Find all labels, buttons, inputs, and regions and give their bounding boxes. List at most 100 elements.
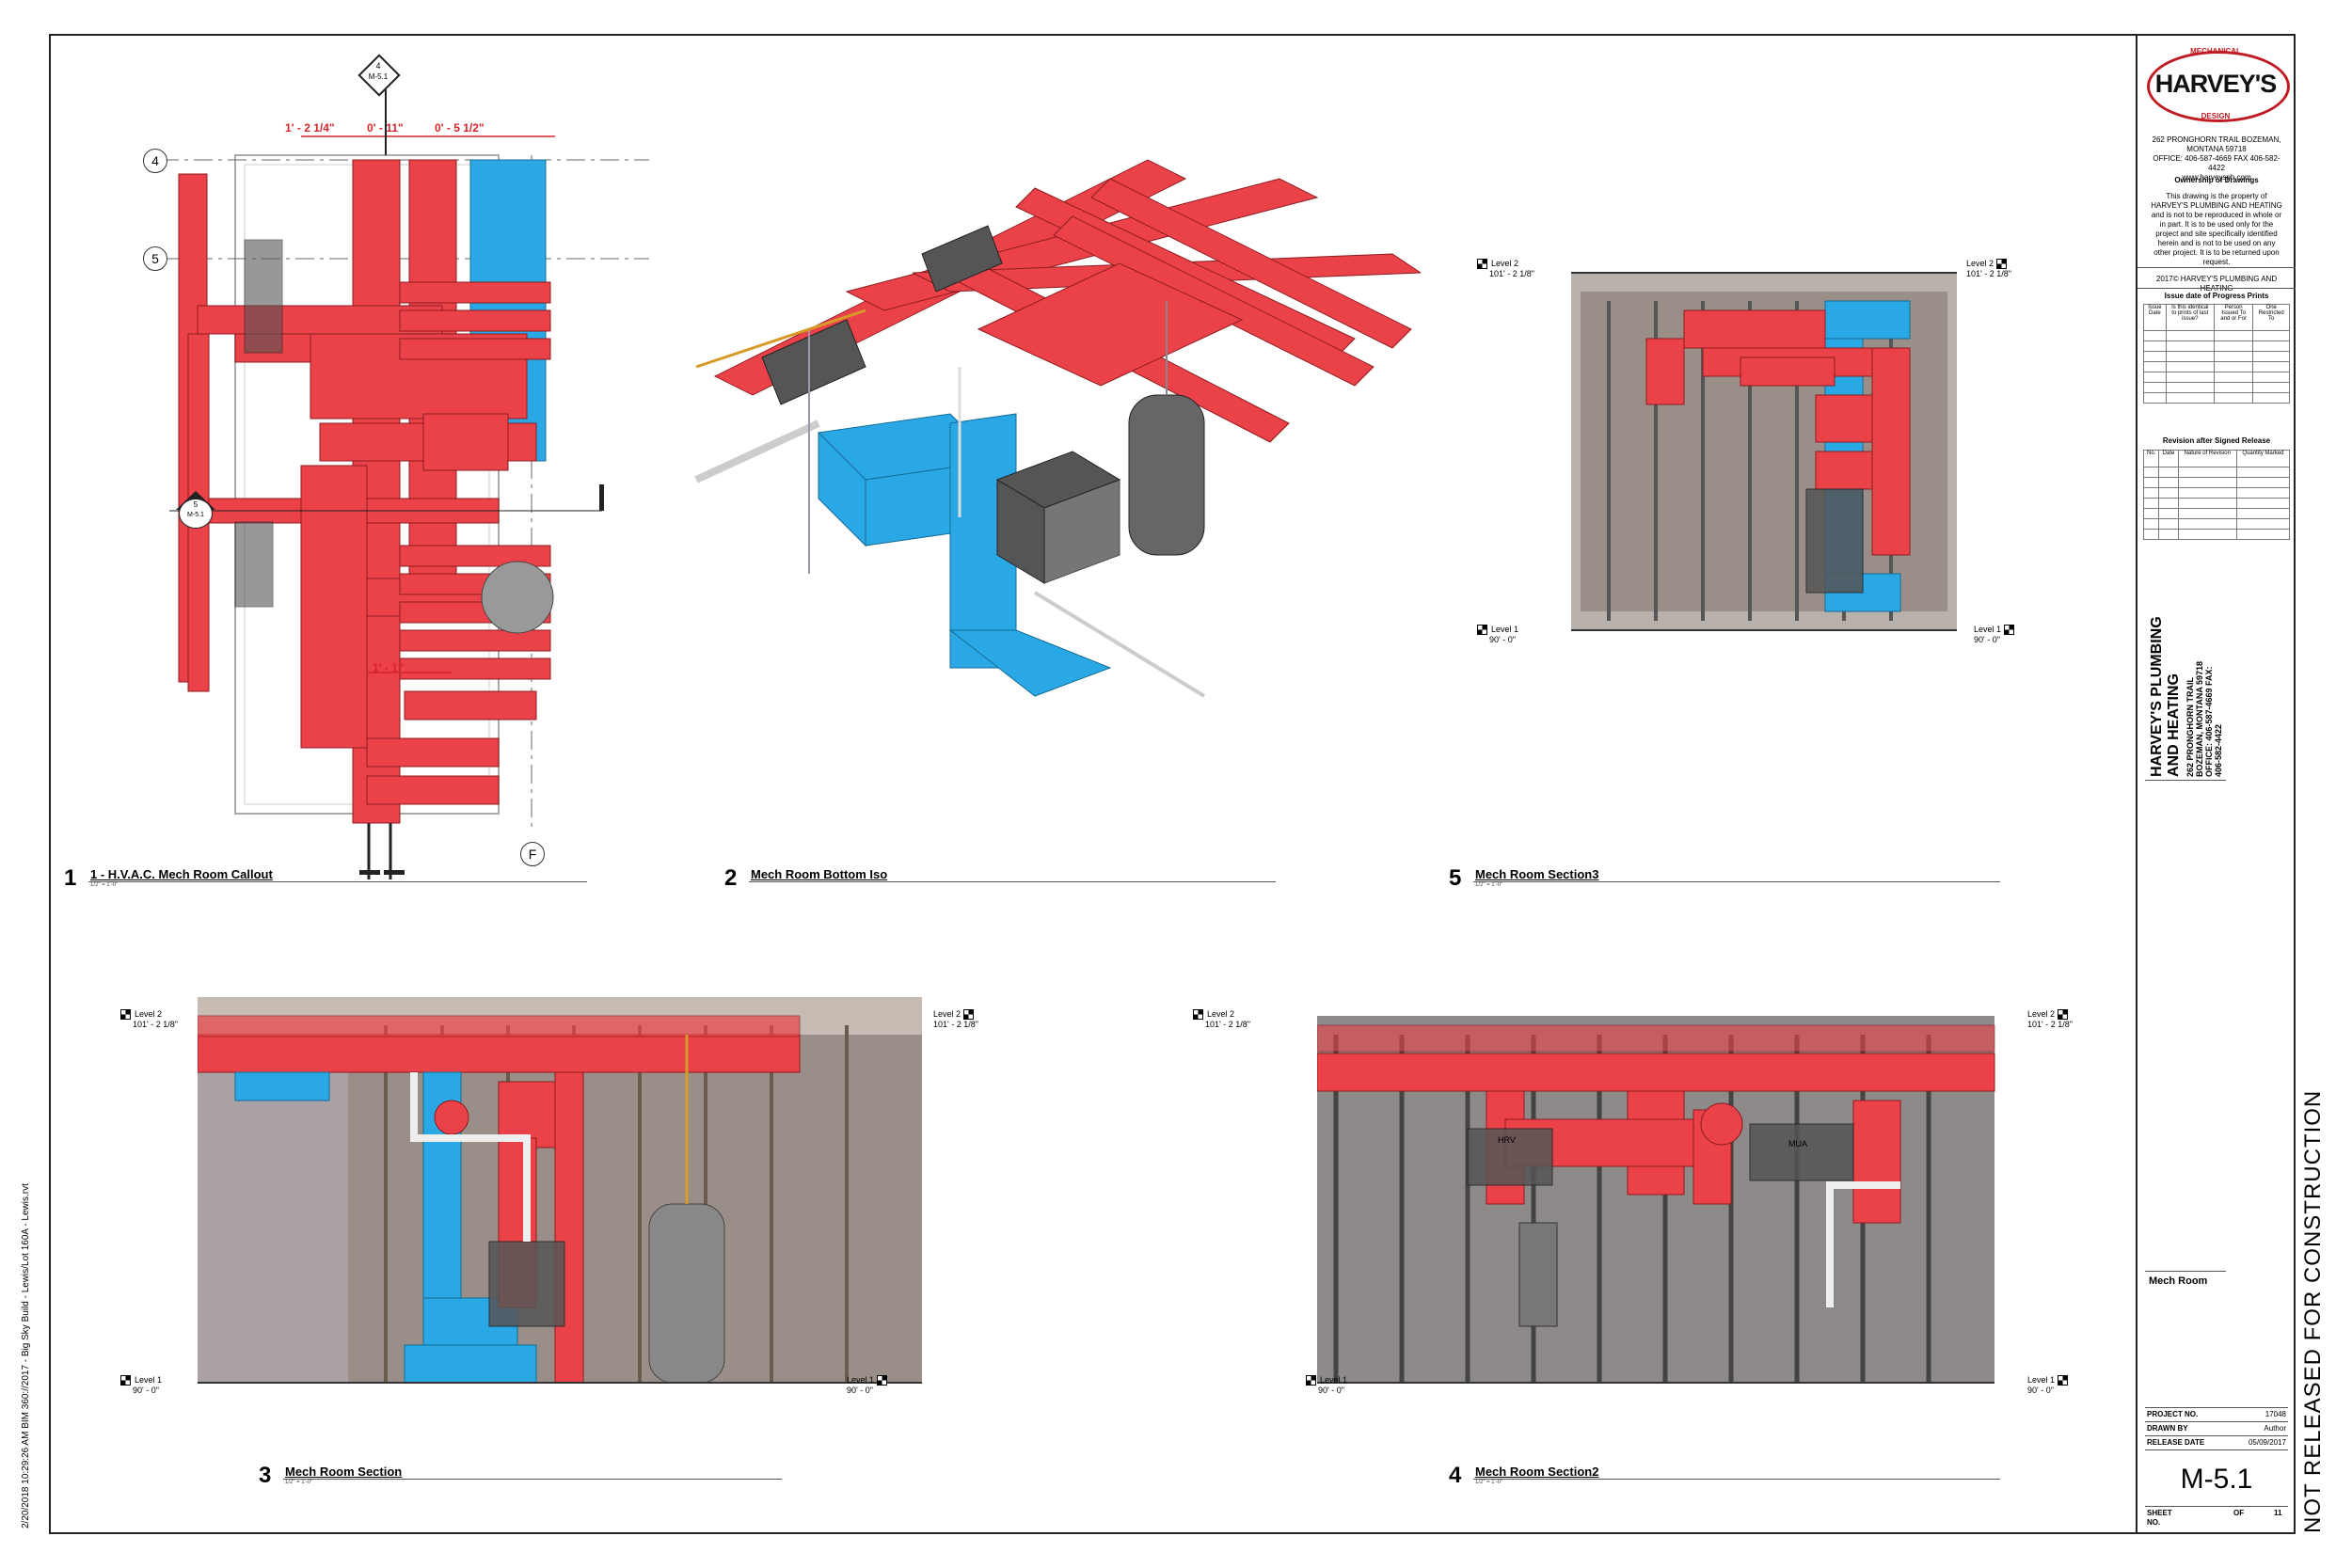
- view-number: 5: [1449, 865, 1462, 891]
- dimension-1: 1' - 2 1/4": [285, 121, 335, 135]
- view-number: 2: [724, 865, 738, 891]
- company-addr-line-3: OFFICE: 406-587-4669 FAX:: [2204, 666, 2214, 777]
- progress-col-header: One Restricted To: [2252, 304, 2290, 331]
- company-logo: MECHANICAL HARVEY'S DESIGN: [2145, 41, 2290, 128]
- revision-table: No. Date Nature of Revision Quantity Mar…: [2142, 450, 2291, 540]
- company-addr-line-2: BOZEMAN, MONTANA 59718: [2195, 660, 2204, 777]
- level-1-marker-v3-right: Level 1 90' - 0": [847, 1375, 891, 1395]
- level-1-name: Level 1: [1320, 1375, 1348, 1385]
- level-1-name: Level 1: [135, 1375, 163, 1385]
- progress-prints-title: Issue date of Progress Prints: [2164, 292, 2269, 300]
- view-5-section-drawing: [1571, 272, 1957, 631]
- level-1-name: Level 1: [1491, 625, 1519, 634]
- address-text: 262 PRONGHORN TRAIL BOZEMAN, MONTANA 597…: [2152, 135, 2281, 153]
- level-2-elev: 101' - 2 1/8": [1205, 1020, 1250, 1030]
- view-scale: 1/2" = 1'-0": [285, 1480, 313, 1485]
- view-title-line: [1473, 881, 2000, 882]
- mua-label: MUA: [1788, 1139, 1807, 1148]
- dimension-4: 1' - 1": [373, 661, 404, 674]
- section-tag: 4 M-5.1: [358, 54, 401, 97]
- progress-col-header: Person Issued To and or For: [2213, 304, 2254, 331]
- level-2-elev: 101' - 2 1/8": [933, 1020, 978, 1030]
- callout-tag: 5 M-5.1: [176, 491, 215, 529]
- ownership-title: Ownership of Drawings: [2174, 176, 2259, 184]
- progress-col-header: Issue Date: [2143, 304, 2167, 331]
- level-1-elev: 90' - 0": [1318, 1386, 1344, 1396]
- level-2-elev: 101' - 2 1/8": [1966, 269, 2011, 279]
- view-name: Mech Room Bottom Iso: [751, 867, 888, 881]
- logo-bottom-text: DESIGN: [2201, 112, 2231, 120]
- view-number: 3: [259, 1463, 272, 1488]
- grid-label-f: F: [528, 847, 537, 862]
- sheet-border: [49, 34, 2296, 1534]
- progress-prints-table: Issue Date Is this identical to prints o…: [2143, 304, 2290, 404]
- revision-col-header: Nature of Revision: [2177, 450, 2237, 467]
- view-name: Mech Room Section: [285, 1465, 403, 1479]
- divider: [2137, 267, 2296, 268]
- view-title-line: [749, 881, 1276, 882]
- logo-top-text: MECHANICAL: [2190, 47, 2241, 55]
- revision-col-header: Quantity Marked: [2235, 450, 2291, 467]
- copyright-text: 2017© HARVEY'S PLUMBING AND HEATING: [2155, 275, 2278, 293]
- divider: [2145, 1271, 2226, 1272]
- level-2-elev: 101' - 2 1/8": [2027, 1020, 2073, 1030]
- level-1-elev: 90' - 0": [1974, 635, 2000, 645]
- grid-label-4: 4: [151, 153, 159, 168]
- level-1-name: Level 1: [847, 1375, 875, 1385]
- office-text: OFFICE: 406-587-4669 FAX 406-582-4422: [2153, 154, 2280, 172]
- callout-sheet: M-5.1: [187, 512, 204, 518]
- company-name-line-1: HARVEY'S PLUMBING: [2149, 616, 2165, 777]
- level-1-elev: 90' - 0": [1489, 635, 1516, 645]
- level-1-elev: 90' - 0": [847, 1386, 873, 1396]
- company-name-line-2: AND HEATING: [2166, 673, 2182, 777]
- view-number: 1: [64, 865, 77, 891]
- release-date-label: RELEASE DATE: [2147, 1438, 2205, 1447]
- level-2-name: Level 2: [1207, 1009, 1235, 1019]
- file-path-text: 2/20/2018 10:29:26 AM BIM 360://2017 - B…: [21, 1183, 31, 1528]
- section-tag-sheet: M-5.1: [368, 72, 389, 81]
- total-sheets: 11: [2274, 1509, 2282, 1517]
- project-info: PROJECT NO. 17048 DRAWN BY Author RELEAS…: [2145, 1407, 2288, 1450]
- level-1-marker-v5-right: Level 1 90' - 0": [1974, 625, 2018, 644]
- view-name: Mech Room Section2: [1475, 1465, 1599, 1479]
- view-title-line: [88, 881, 587, 882]
- sheet-number: M-5.1: [2180, 1464, 2253, 1495]
- company-address-block: 262 PRONGHORN TRAIL BOZEMAN, MONTANA 597…: [2151, 135, 2282, 182]
- drawn-by-label: DRAWN BY: [2147, 1424, 2188, 1433]
- divider: [2145, 780, 2226, 781]
- level-2-name: Level 2: [1491, 259, 1519, 268]
- logo-main-text: HARVEY'S: [2154, 70, 2277, 98]
- view-title-line: [283, 1479, 782, 1480]
- view-title-3: 3 Mech Room Section 1/2" = 1'-0": [259, 1463, 786, 1491]
- level-2-marker-v3-right: Level 2 101' - 2 1/8": [933, 1009, 978, 1029]
- grid-label-5: 5: [151, 251, 159, 266]
- level-1-elev: 90' - 0": [2027, 1386, 2054, 1396]
- divider: [2145, 1506, 2288, 1507]
- view-number: 4: [1449, 1463, 1462, 1488]
- hrv-label: HRV: [1498, 1135, 1516, 1145]
- sheet-title: Mech Room: [2149, 1275, 2208, 1287]
- view-scale: 1/2" = 1'-0": [1475, 1480, 1503, 1485]
- grid-bubble-f: F: [520, 842, 545, 866]
- title-block: MECHANICAL HARVEY'S DESIGN 262 PRONGHORN…: [2136, 34, 2296, 1534]
- sheet-no-label: SHEET NO.: [2147, 1509, 2172, 1527]
- level-2-marker-v4-right: Level 2 101' - 2 1/8": [2027, 1009, 2073, 1029]
- view-title-1: 1 1 - H.V.A.C. Mech Room Callout 1/2" = …: [64, 865, 591, 894]
- of-label: OF: [2233, 1509, 2245, 1517]
- section-tag-number: 4: [375, 61, 381, 71]
- divider: [2137, 288, 2296, 289]
- view-3-section-drawing: [198, 997, 922, 1384]
- view-name: Mech Room Section3: [1475, 867, 1599, 881]
- level-1-name: Level 1: [1974, 625, 2002, 634]
- project-no-value: 17048: [2265, 1410, 2286, 1418]
- drawn-by-value: Author: [2264, 1424, 2286, 1433]
- company-addr-line-1: 262 PRONGHORN TRAIL: [2185, 676, 2195, 777]
- level-2-name: Level 2: [2027, 1009, 2056, 1019]
- dimension-3: 0' - 5 1/2": [435, 121, 485, 135]
- view-2-iso-drawing: [694, 159, 1421, 698]
